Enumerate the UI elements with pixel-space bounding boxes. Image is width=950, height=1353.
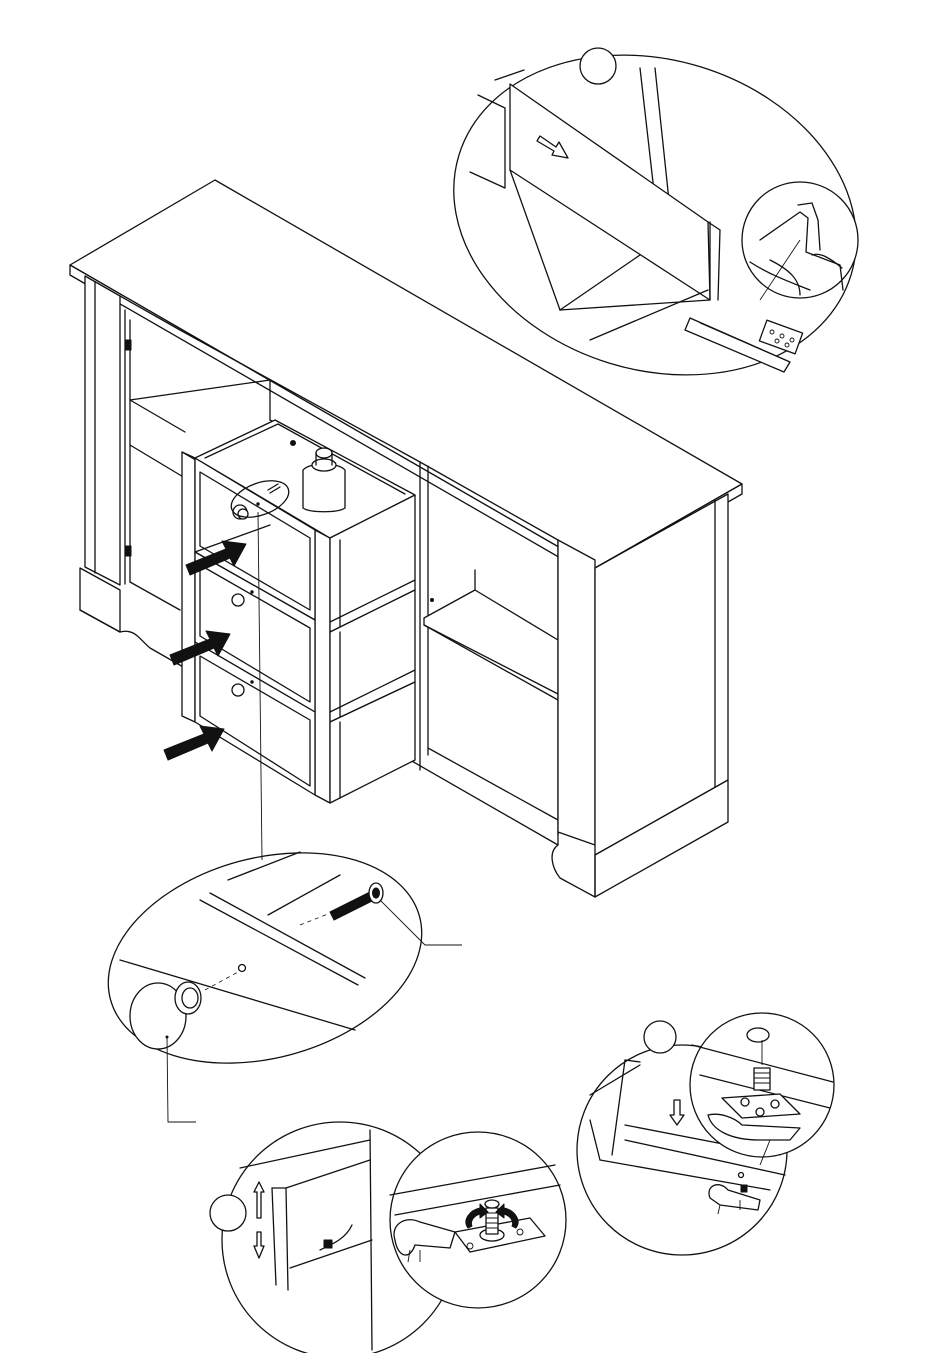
screw-icon — [330, 892, 374, 920]
drawer-frame-right-stile — [315, 530, 330, 803]
drawer-stack — [164, 420, 415, 803]
callout-circle-bottom-center — [210, 1195, 246, 1231]
detail-knob-mount — [85, 820, 462, 1122]
callout-circle-top-right — [580, 48, 616, 84]
detail-runner-clip-bottom-right — [577, 1013, 834, 1255]
knob-icon — [232, 684, 244, 696]
drawer-frame-left-stile — [182, 452, 195, 722]
leader-knob — [167, 1037, 196, 1122]
detail-runner-adjust-bottom — [210, 1122, 566, 1353]
knob-icon — [232, 594, 244, 606]
callout-circle-bottom-right — [644, 1021, 676, 1053]
arrow-icon — [164, 726, 224, 760]
